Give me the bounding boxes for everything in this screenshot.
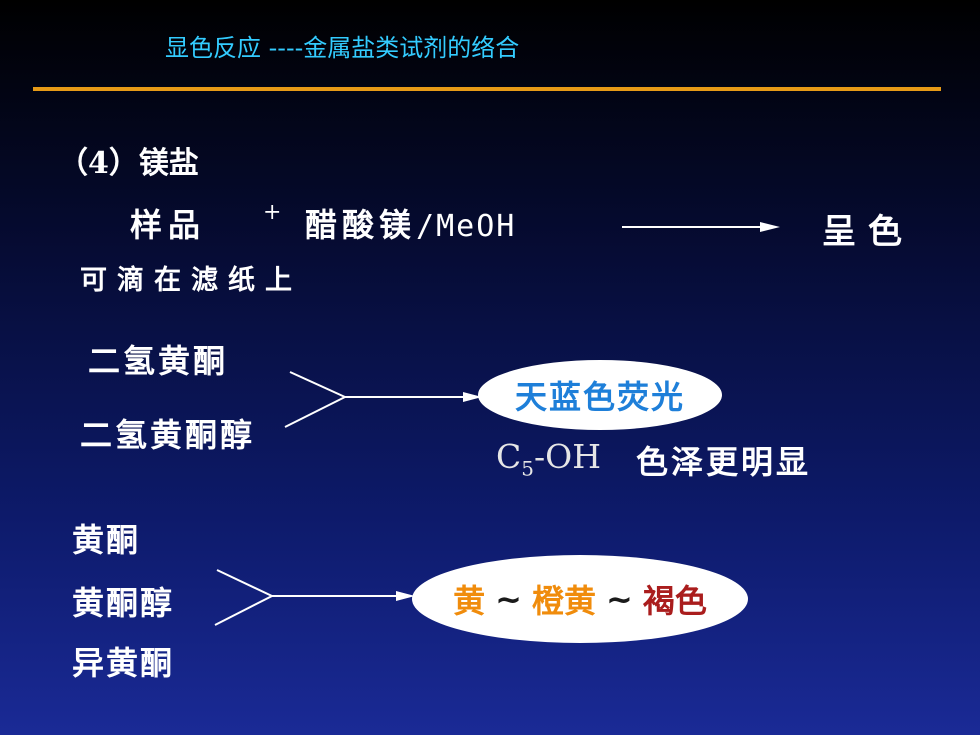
result-brown: 褐色 [642,582,707,620]
compound-isoflavone: 异黄酮 [72,644,175,682]
section-heading: （4）镁盐 [58,146,199,181]
c5-subscript: 5 [521,456,534,481]
slide-title: 显色反应 ----金属盐类试剂的络合 [165,34,520,62]
group2-branch-lower [214,595,273,626]
reaction-plus: + [263,200,282,225]
reaction-result: 呈色 [822,212,914,252]
result-oval-yellow-brown: 黄 ~ 橙黄 ~ 褐色 [412,555,748,643]
compound-dihydroflavone: 二氢黄酮 [88,342,229,380]
group1-arrow-head [463,392,482,402]
reaction-sample: 样品 [130,206,207,244]
result-orange-yellow: 橙黄 [531,582,596,620]
result-tilde-1: ~ [495,580,522,618]
result-tilde-2: ~ [606,580,633,618]
compound-flavone: 黄酮 [72,521,141,559]
c5-rest: -OH [533,437,601,476]
group1-branch-upper [289,371,346,398]
group2-branch-upper [216,569,273,597]
reaction-reagent: 醋酸镁/MeOH [305,200,516,246]
c5-oh-note: 色泽更明显 [636,443,812,481]
compound-dihydroflavonol: 二氢黄酮醇 [80,416,256,454]
reagent-solvent: /MeOH [416,209,517,244]
result-sky-blue-text: 天蓝色荧光 [514,378,685,416]
reaction-note: 可滴在滤纸上 [80,265,302,296]
compound-flavonol: 黄酮醇 [72,584,175,622]
c5-oh-label: C5-OH [496,437,601,481]
reaction-arrow-head [760,222,780,232]
title-divider [33,87,941,91]
result-oval-sky-blue: 天蓝色荧光 [478,360,722,430]
c5-main: C [496,437,522,476]
reagent-chinese: 醋酸镁 [305,206,417,244]
group1-branch-lower [284,396,346,428]
result-yellow: 黄 [453,582,486,620]
group2-arrow-head [396,591,415,601]
